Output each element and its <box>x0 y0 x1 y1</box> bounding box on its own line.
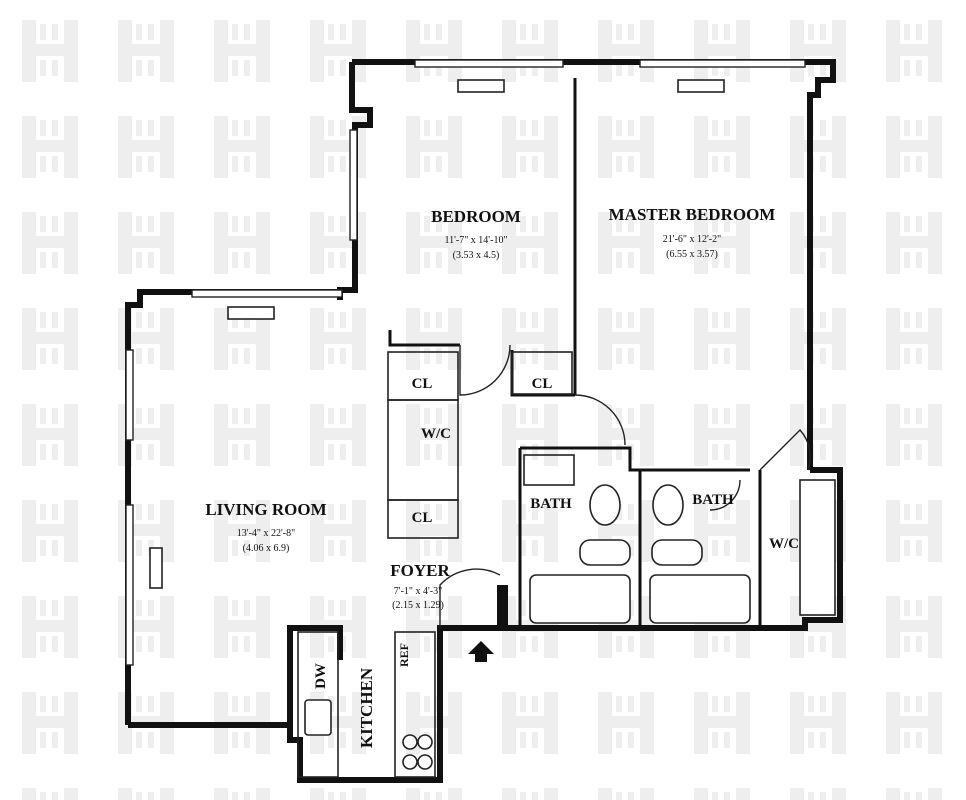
bath-label-right: BATH <box>692 492 734 508</box>
kitchen-fixtures <box>304 699 433 770</box>
bedroom-dim-imperial: 11'-7" x 14'-10" <box>444 235 507 246</box>
walk-in-label-master: W/C <box>769 536 799 552</box>
master-bedroom-dim-imperial: 21'-6" x 12'-2" <box>663 234 721 245</box>
foyer-dim-metric: (2.15 x 1.29) <box>392 600 444 611</box>
master-bedroom-dim-metric: (6.55 x 3.57) <box>666 249 718 260</box>
kitchen-name: KITCHEN <box>357 667 376 748</box>
living-room-name: LIVING ROOM <box>205 500 326 519</box>
windows <box>125 59 806 666</box>
doors <box>439 344 811 628</box>
entry-arrow-icon <box>468 641 494 662</box>
bedroom-name: BEDROOM <box>431 207 521 226</box>
bath-fixtures <box>529 479 836 624</box>
living-room-dim-metric: (4.06 x 6.9) <box>243 543 290 554</box>
closet-label-bedroom: CL <box>532 376 553 392</box>
bath-label-left: BATH <box>530 496 572 512</box>
dishwasher-label: DW <box>313 663 329 689</box>
closet-label-foyer-bottom: CL <box>412 510 433 526</box>
foyer-name: FOYER <box>390 561 450 580</box>
closet-label-foyer-top: CL <box>412 376 433 392</box>
bedroom-dim-metric: (3.53 x 4.5) <box>453 250 500 261</box>
living-room-dim-imperial: 13'-4" x 22'-8" <box>237 528 295 539</box>
walk-in-label-foyer: W/C <box>421 426 451 442</box>
foyer-dim-imperial: 7'-1" x 4'-3" <box>394 586 442 597</box>
refrigerator-label: REF <box>397 643 411 667</box>
master-bedroom-name: MASTER BEDROOM <box>609 205 776 224</box>
